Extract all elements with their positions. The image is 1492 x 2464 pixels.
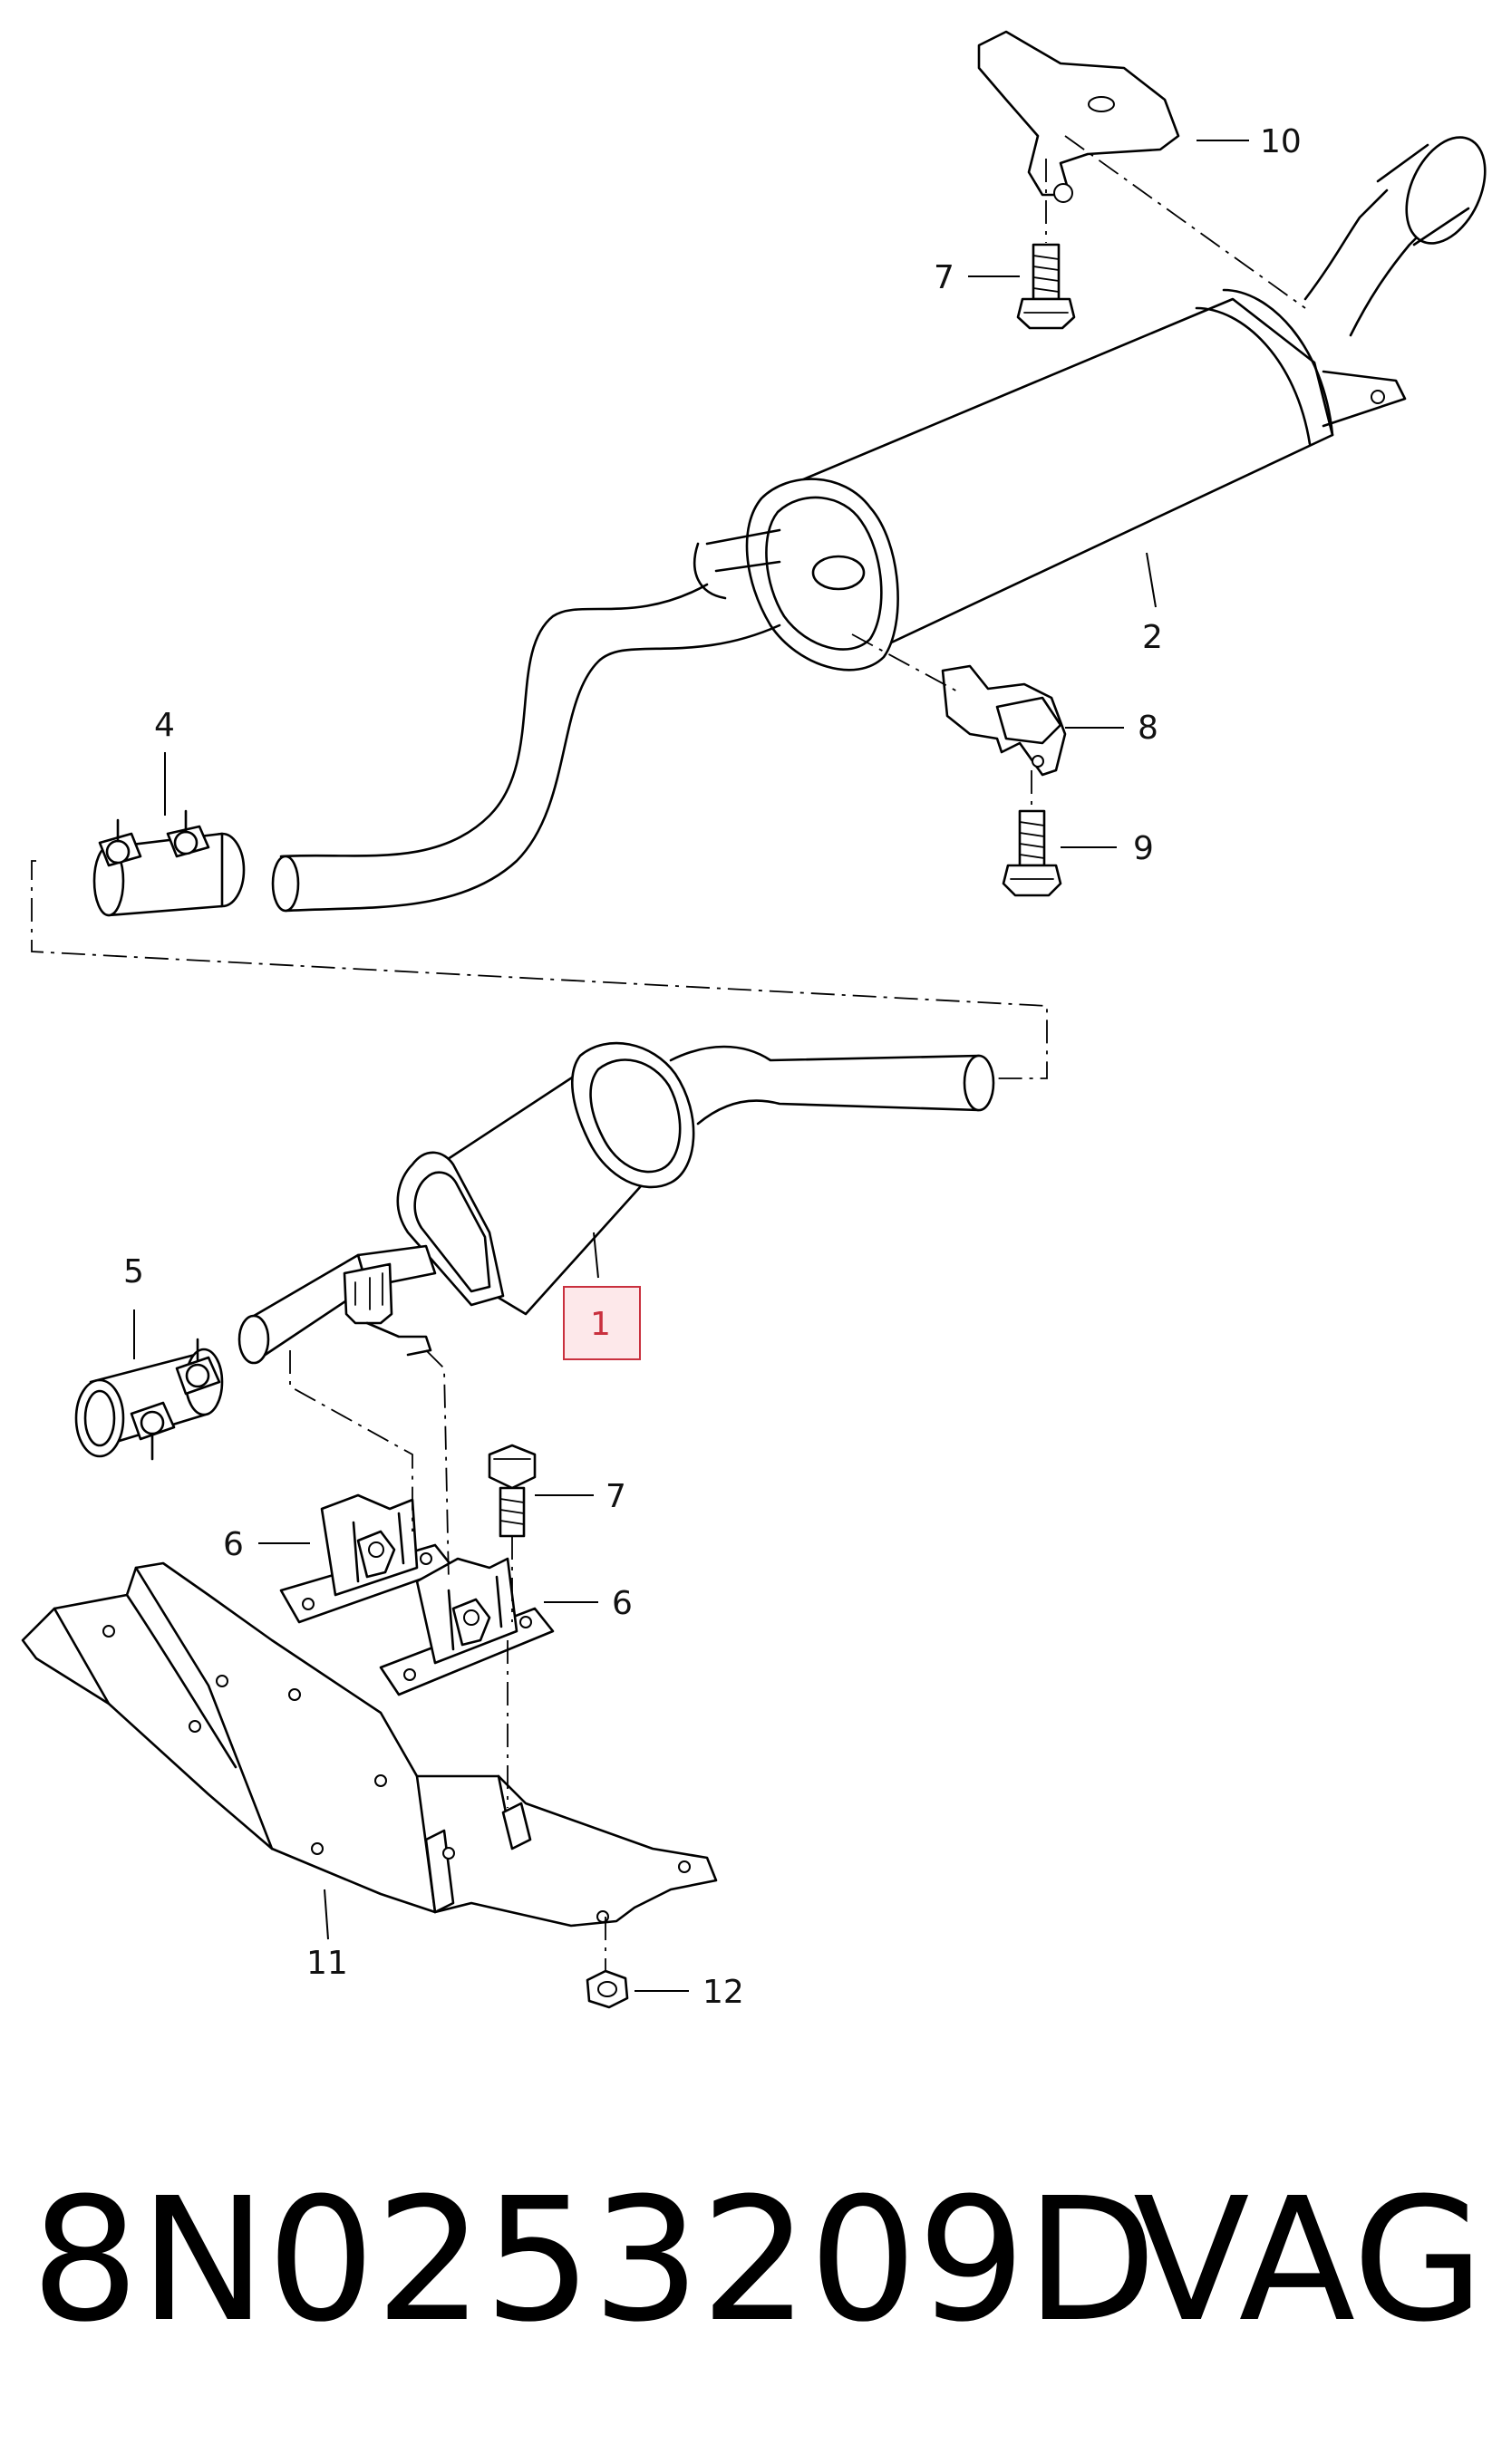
callout-1: 1 xyxy=(590,1306,611,1343)
callout-7-top: 7 xyxy=(934,259,954,296)
clamp-5 xyxy=(74,1338,224,1461)
assembly-line-mount-left xyxy=(289,1350,413,1532)
front-muffler-1 xyxy=(237,1041,995,1365)
callout-12: 12 xyxy=(702,1974,744,2011)
mount-6-left xyxy=(279,1493,455,1624)
rear-tailpipe xyxy=(1303,136,1487,337)
callout-10: 10 xyxy=(1260,123,1302,160)
crossmember-11 xyxy=(21,1561,718,1928)
brand-name: VAG xyxy=(1133,2161,1485,2360)
nut-12 xyxy=(586,1969,629,2009)
bolt-7-top xyxy=(1016,243,1076,330)
callout-7-lower: 7 xyxy=(606,1478,626,1515)
leader-11 xyxy=(324,1889,329,1940)
callout-9: 9 xyxy=(1133,830,1154,867)
rear-bracket-10 xyxy=(977,30,1180,203)
intermediate-pipe xyxy=(271,583,781,913)
clamp-4 xyxy=(92,809,246,917)
callout-11: 11 xyxy=(306,1945,348,1982)
callout-4: 4 xyxy=(154,707,175,744)
leader-1 xyxy=(593,1232,599,1279)
callout-1-highlight-box xyxy=(563,1286,641,1360)
callout-6-left: 6 xyxy=(223,1526,244,1563)
assembly-line-mount-right xyxy=(425,1349,450,1582)
assembly-line-pipe-link xyxy=(31,860,1048,1079)
callout-5: 5 xyxy=(123,1253,144,1290)
callout-2: 2 xyxy=(1142,619,1163,656)
rear-muffler xyxy=(693,288,1407,672)
assembly-line-hanger xyxy=(851,633,962,694)
bolt-9 xyxy=(1002,809,1062,897)
part-number: 8N0253209D xyxy=(31,2161,1158,2360)
bolt-7-lower xyxy=(488,1444,537,1538)
exhaust-system-diagram: 10 7 2 8 9 4 1 5 7 6 6 11 12 xyxy=(21,30,1487,2011)
leader-2 xyxy=(1146,552,1157,608)
callout-8: 8 xyxy=(1138,710,1158,747)
mount-6-right xyxy=(379,1557,555,1696)
callout-6-right: 6 xyxy=(612,1585,633,1622)
assembly-line-bracket xyxy=(1064,135,1306,309)
hanger-8 xyxy=(941,664,1067,777)
